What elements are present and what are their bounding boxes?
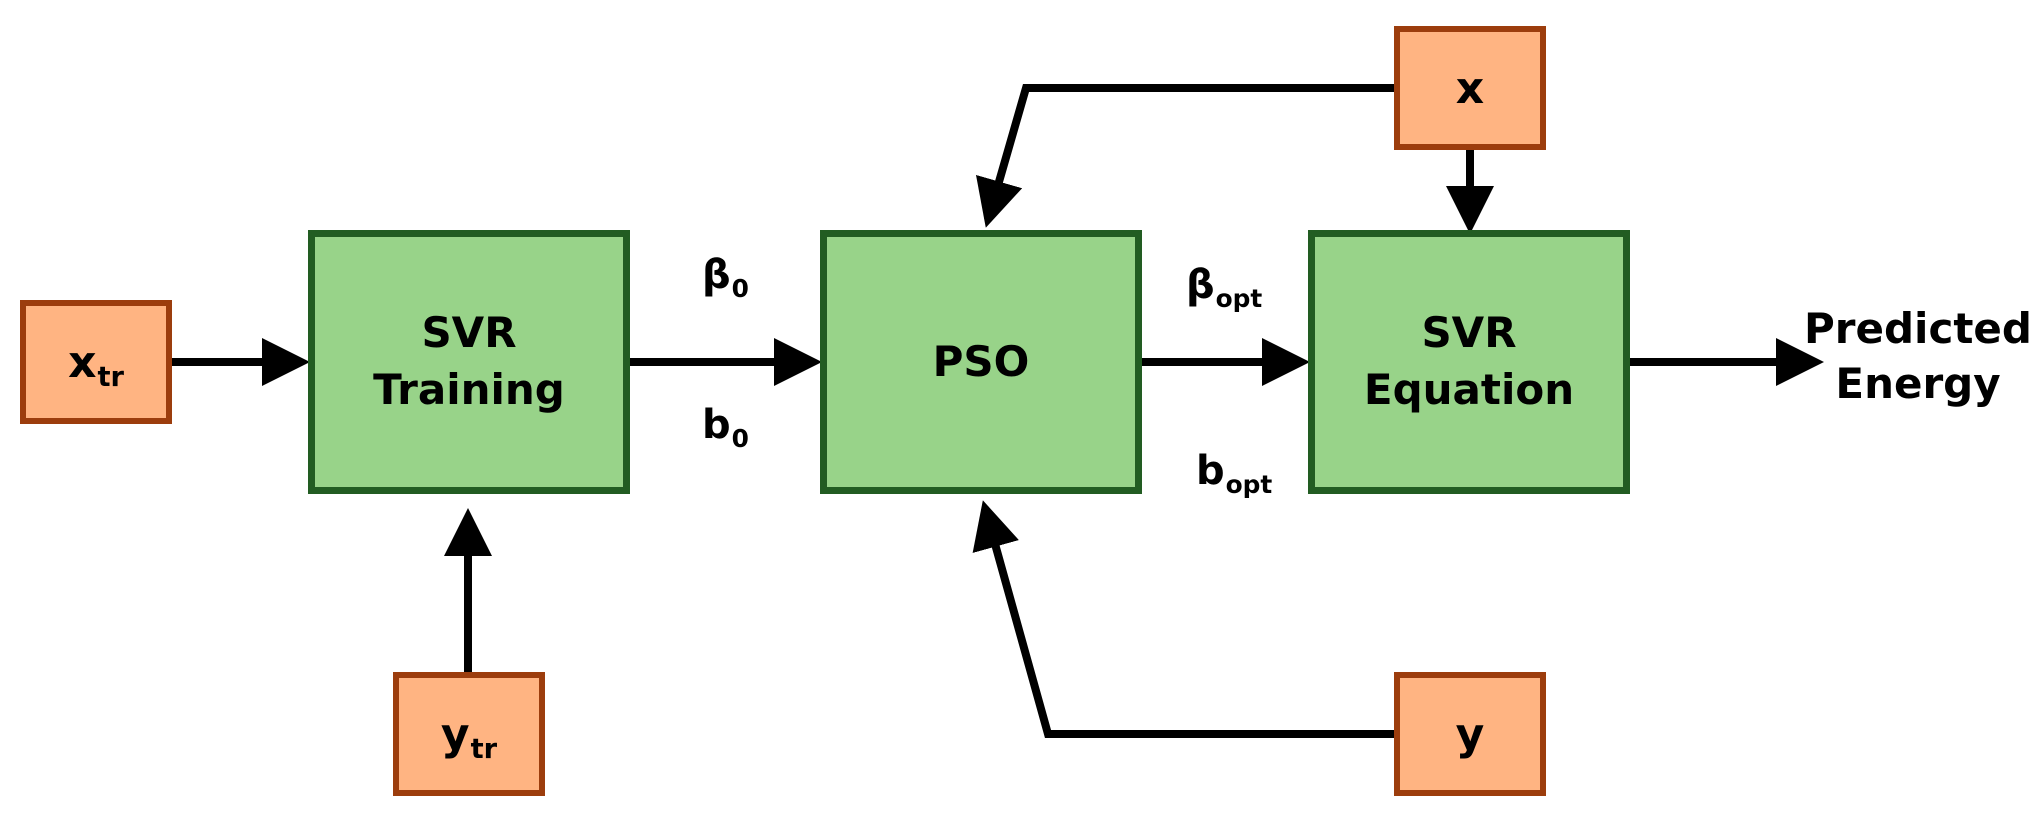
pso-label: PSO: [932, 336, 1030, 386]
input-xtr-label: xtr: [68, 336, 124, 394]
input-xtr-box: xtr: [20, 300, 172, 424]
output-line1: Predicted: [1804, 304, 2032, 353]
input-ytr-label: ytr: [440, 708, 498, 766]
b-opt-label: bopt: [1196, 448, 1273, 499]
predicted-energy-output: Predicted Energy: [1800, 302, 2036, 411]
svr-training-box: SVR Training: [308, 230, 630, 494]
input-x-label: x: [1455, 62, 1485, 114]
arrow-x-to-pso: [976, 84, 1398, 228]
arrow-y-to-pso: [972, 500, 1398, 738]
svr-equation-line2: Equation: [1363, 365, 1575, 414]
svr-training-line1: SVR: [421, 308, 517, 358]
b0-label: b0: [702, 402, 749, 453]
svr-equation-box: SVR Equation: [1308, 230, 1630, 494]
svr-equation-line1: SVR: [1421, 308, 1517, 358]
input-ytr-box: ytr: [393, 672, 545, 796]
beta0-label: β0: [702, 252, 749, 303]
svr-training-line2: Training: [373, 365, 565, 414]
input-y-box: y: [1394, 672, 1546, 796]
input-y-label: y: [1455, 708, 1485, 760]
pso-box: PSO: [820, 230, 1142, 494]
beta-opt-label: βopt: [1186, 262, 1263, 313]
input-x-box: x: [1394, 26, 1546, 150]
output-line2: Energy: [1835, 358, 2001, 408]
